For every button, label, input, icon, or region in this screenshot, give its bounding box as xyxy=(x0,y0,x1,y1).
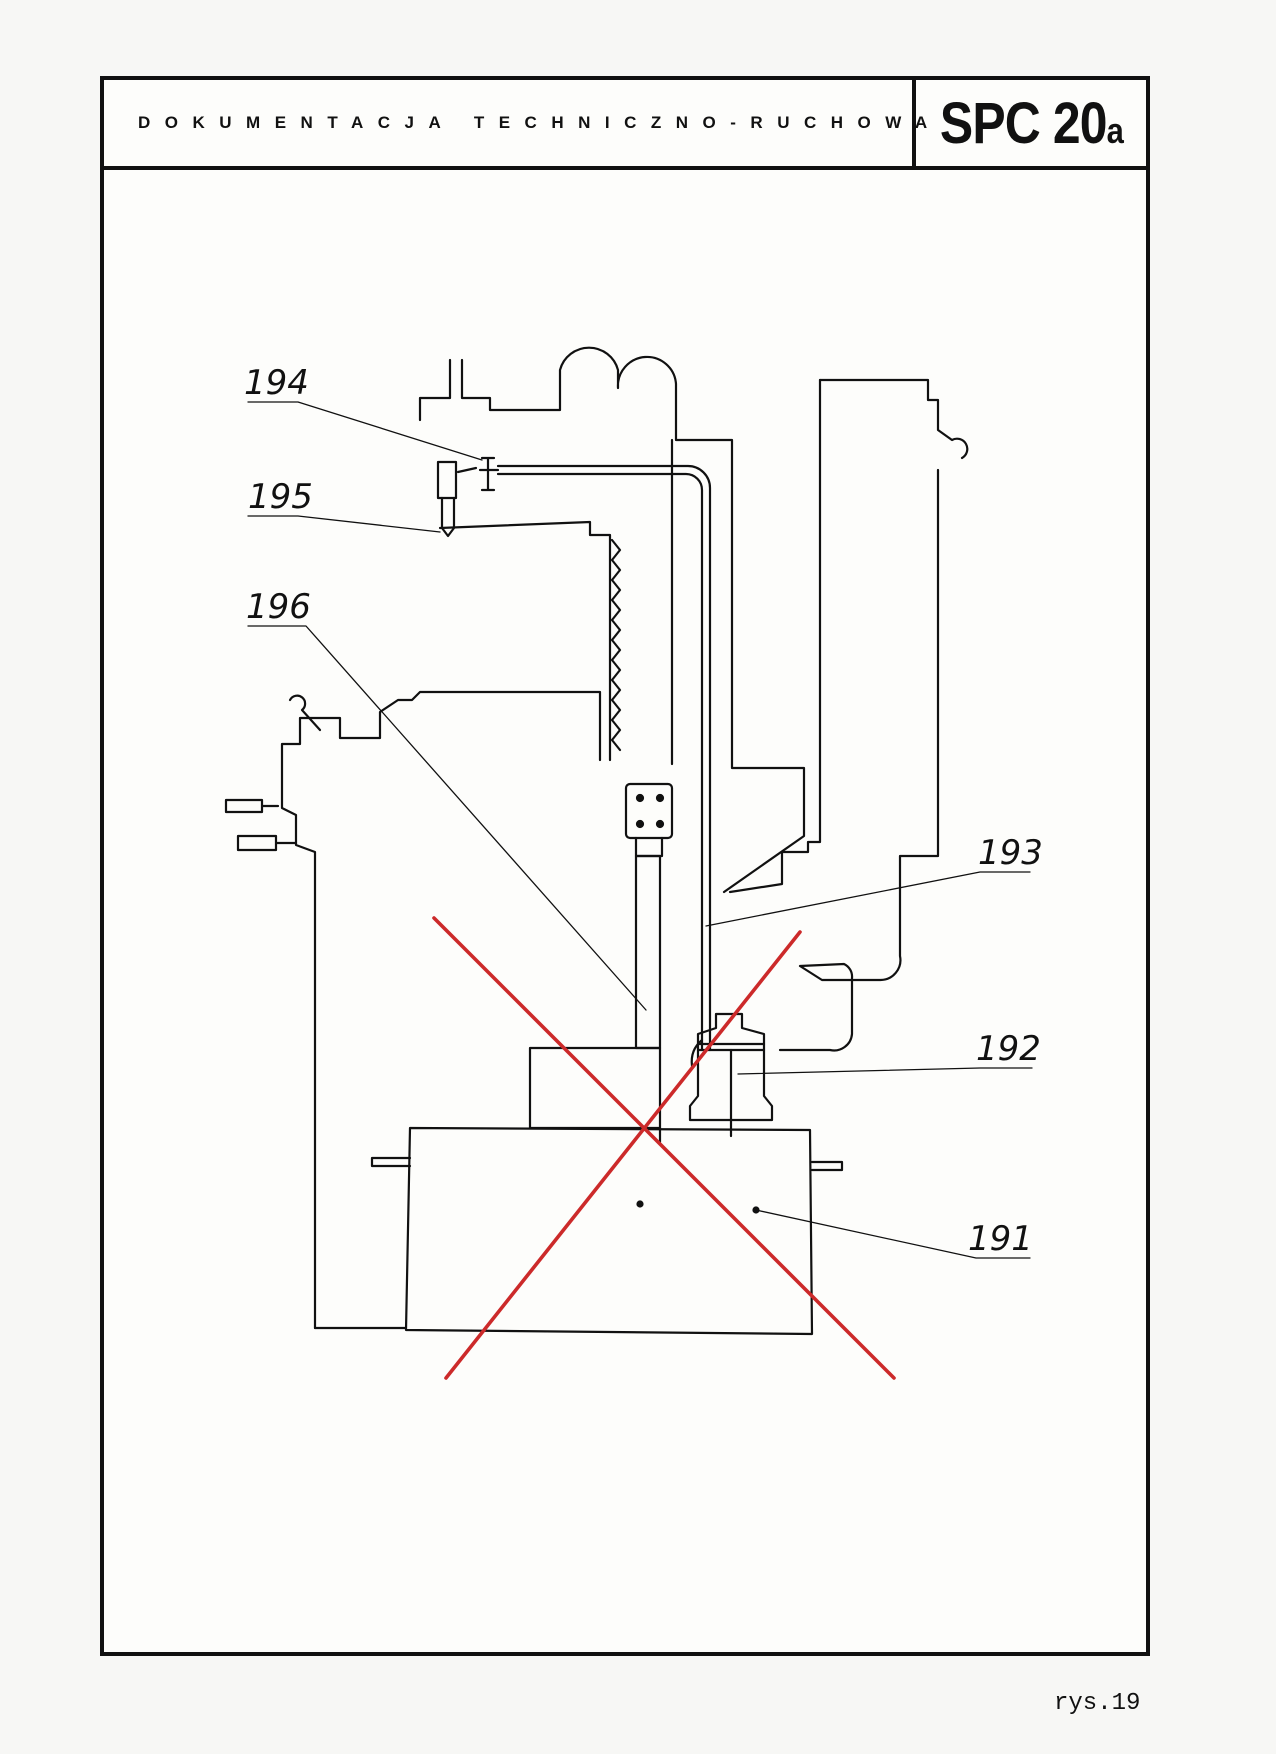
leader-195 xyxy=(247,515,441,533)
nozzle-195 xyxy=(440,496,456,538)
drawing-frame: DOKUMENTACJA TECHNICZNO-RUCHOWA SPC 20a xyxy=(100,76,1150,1656)
callout-192: 192 xyxy=(976,1029,1041,1069)
cross-out-line-b xyxy=(444,930,802,1380)
pump-housing xyxy=(528,1046,662,1130)
leader-193 xyxy=(705,871,1031,927)
callout-193: 193 xyxy=(978,833,1043,873)
saw-blade xyxy=(610,538,622,752)
tank-stub-right xyxy=(810,1160,844,1172)
tap-194 xyxy=(478,456,500,492)
pump-motor-head xyxy=(624,782,674,840)
machine-body-outline xyxy=(280,690,602,1330)
pump-shaft xyxy=(634,836,664,858)
cross-out-line-a xyxy=(432,916,896,1380)
figure-label: rys.19 xyxy=(1054,1690,1141,1717)
tank-stub-left xyxy=(370,1156,412,1168)
callout-194: 194 xyxy=(244,363,309,403)
right-column-inner xyxy=(728,378,822,894)
leader-196 xyxy=(247,625,647,1011)
valve-body xyxy=(436,460,458,500)
document-title: DOKUMENTACJA TECHNICZNO-RUCHOWA xyxy=(138,113,942,132)
coolant-pipe-outer xyxy=(496,464,712,1052)
left-handle-lower xyxy=(236,834,298,852)
pipe-to-pump xyxy=(690,1038,704,1068)
callout-195: 195 xyxy=(248,477,313,517)
upper-head-outline xyxy=(418,346,806,894)
leader-194 xyxy=(247,401,483,461)
coolant-tank-191 xyxy=(404,1126,814,1336)
right-column-outline xyxy=(778,378,969,1052)
title-block: DOKUMENTACJA TECHNICZNO-RUCHOWA SPC 20a xyxy=(104,80,1146,170)
coolant-pipe-inner xyxy=(496,472,704,1052)
code-cell: SPC 20a xyxy=(916,80,1146,166)
left-knob xyxy=(288,694,322,732)
saw-arm xyxy=(438,520,612,762)
leader-192 xyxy=(737,1067,1033,1075)
leader-191 xyxy=(755,1209,1031,1259)
left-handle-upper xyxy=(224,798,280,814)
callout-191: 191 xyxy=(968,1219,1033,1259)
document-code: SPC 20a xyxy=(939,90,1123,157)
document-code-suffix: a xyxy=(1106,109,1123,151)
title-cell: DOKUMENTACJA TECHNICZNO-RUCHOWA xyxy=(104,80,927,166)
document-code-main: SPC 20 xyxy=(939,90,1107,156)
callout-196: 196 xyxy=(246,587,311,627)
motor-192 xyxy=(688,1012,774,1122)
pump-column xyxy=(634,854,662,1050)
tap-handle xyxy=(456,466,478,474)
